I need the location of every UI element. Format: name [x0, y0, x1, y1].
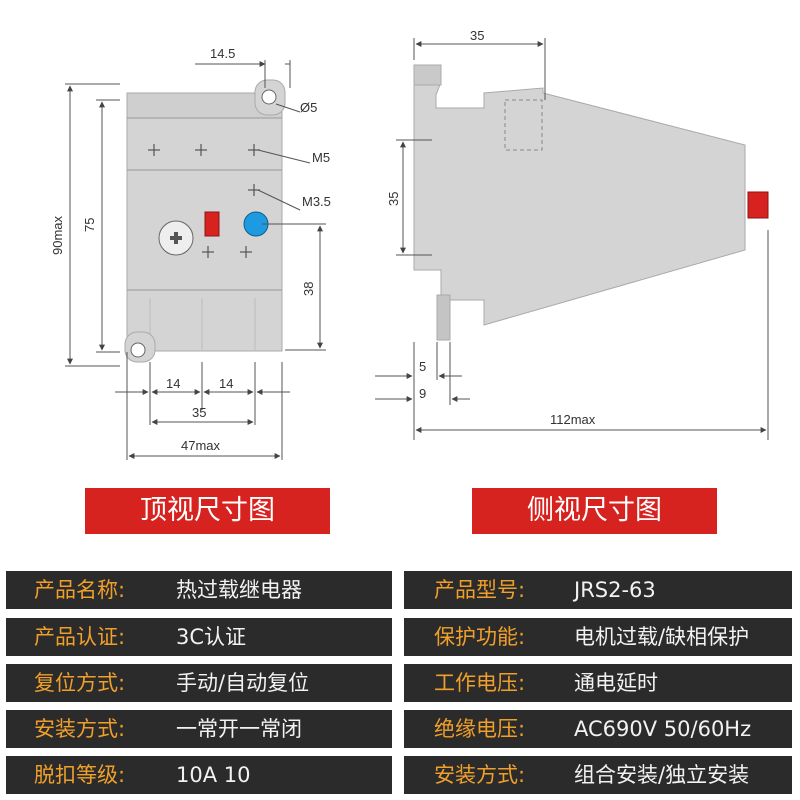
dim-14-left: 14 — [166, 376, 180, 391]
spec-label: 工作电压: — [434, 671, 526, 695]
top-view-drawing: 14.5 Ø5 M5 M3.5 90max 75 38 14 14 — [50, 46, 331, 460]
spec-value: 手动/自动复位 — [176, 671, 310, 695]
dim-112max: 112max — [550, 412, 596, 427]
side-view-body — [413, 64, 746, 326]
spec-value: 一常开一常闭 — [176, 717, 302, 741]
dim-47max: 47max — [181, 438, 221, 453]
mount-hole-bottom — [130, 342, 146, 358]
mount-hole — [261, 89, 277, 105]
dim-side-35-top: 35 — [470, 28, 484, 43]
spec-value: 电机过载/缺相保护 — [574, 625, 750, 649]
dim-35-bottom: 35 — [192, 405, 206, 420]
spec-label: 安装方式: — [434, 763, 526, 787]
dim-14-right: 14 — [219, 376, 233, 391]
spec-value: AC690V 50/60Hz — [574, 717, 752, 741]
dim-side-35: 35 — [386, 192, 401, 206]
dimension-drawings: 14.5 Ø5 M5 M3.5 90max 75 38 14 14 — [50, 28, 769, 460]
spec-value: 通电延时 — [574, 671, 658, 695]
side-red-button — [747, 191, 769, 219]
spec-label: 安装方式: — [34, 717, 126, 741]
spec-value: 组合安装/独立安装 — [574, 763, 750, 787]
spec-label: 产品认证: — [34, 625, 126, 649]
spec-label: 复位方式: — [34, 671, 126, 695]
side-view-title: 侧视尺寸图 — [472, 488, 717, 534]
spec-row: 保护功能: 电机过载/缺相保护 — [400, 618, 800, 656]
dim-side-9: 9 — [419, 386, 426, 401]
spec-label: 产品名称: — [34, 578, 126, 602]
spec-value: 热过载继电器 — [176, 578, 302, 602]
dim-hole: Ø5 — [300, 100, 317, 115]
dim-m35: M3.5 — [302, 194, 331, 209]
top-view-title: 顶视尺寸图 — [85, 488, 330, 534]
spec-value: 3C认证 — [176, 625, 247, 649]
spec-label: 绝缘电压: — [434, 717, 526, 741]
dim-38: 38 — [301, 282, 316, 296]
spec-value: JRS2-63 — [574, 578, 656, 602]
test-button-red — [204, 211, 220, 237]
spec-row: 复位方式: 手动/自动复位 — [0, 664, 400, 702]
spec-label: 保护功能: — [434, 625, 526, 649]
spec-row: 产品认证: 3C认证 — [0, 618, 400, 656]
dim-90max: 90max — [50, 215, 65, 255]
spec-row: 脱扣等级: 10A 10 — [0, 756, 400, 794]
spec-row: 工作电压: 通电延时 — [400, 664, 800, 702]
spec-table: 产品名称: 热过载继电器 产品型号: JRS2-63 产品认证: 3C认证 保护功能:… — [0, 565, 800, 800]
dim-top-14-5: 14.5 — [210, 46, 235, 61]
dim-75: 75 — [82, 218, 97, 232]
spec-row: 产品型号: JRS2-63 — [400, 571, 800, 609]
side-view-drawing: 35 35 5 9 112max — [375, 28, 769, 440]
spec-row: 安装方式: 组合安装/独立安装 — [400, 756, 800, 794]
spec-label: 脱扣等级: — [34, 763, 126, 787]
dim-side-5: 5 — [419, 359, 426, 374]
spec-row: 产品名称: 热过载继电器 — [0, 571, 400, 609]
spec-row: 安装方式: 一常开一常闭 — [0, 710, 400, 748]
spec-label: 产品型号: — [434, 578, 526, 602]
spec-value: 10A 10 — [176, 763, 251, 787]
spec-row: 绝缘电压: AC690V 50/60Hz — [400, 710, 800, 748]
dim-m5: M5 — [312, 150, 330, 165]
